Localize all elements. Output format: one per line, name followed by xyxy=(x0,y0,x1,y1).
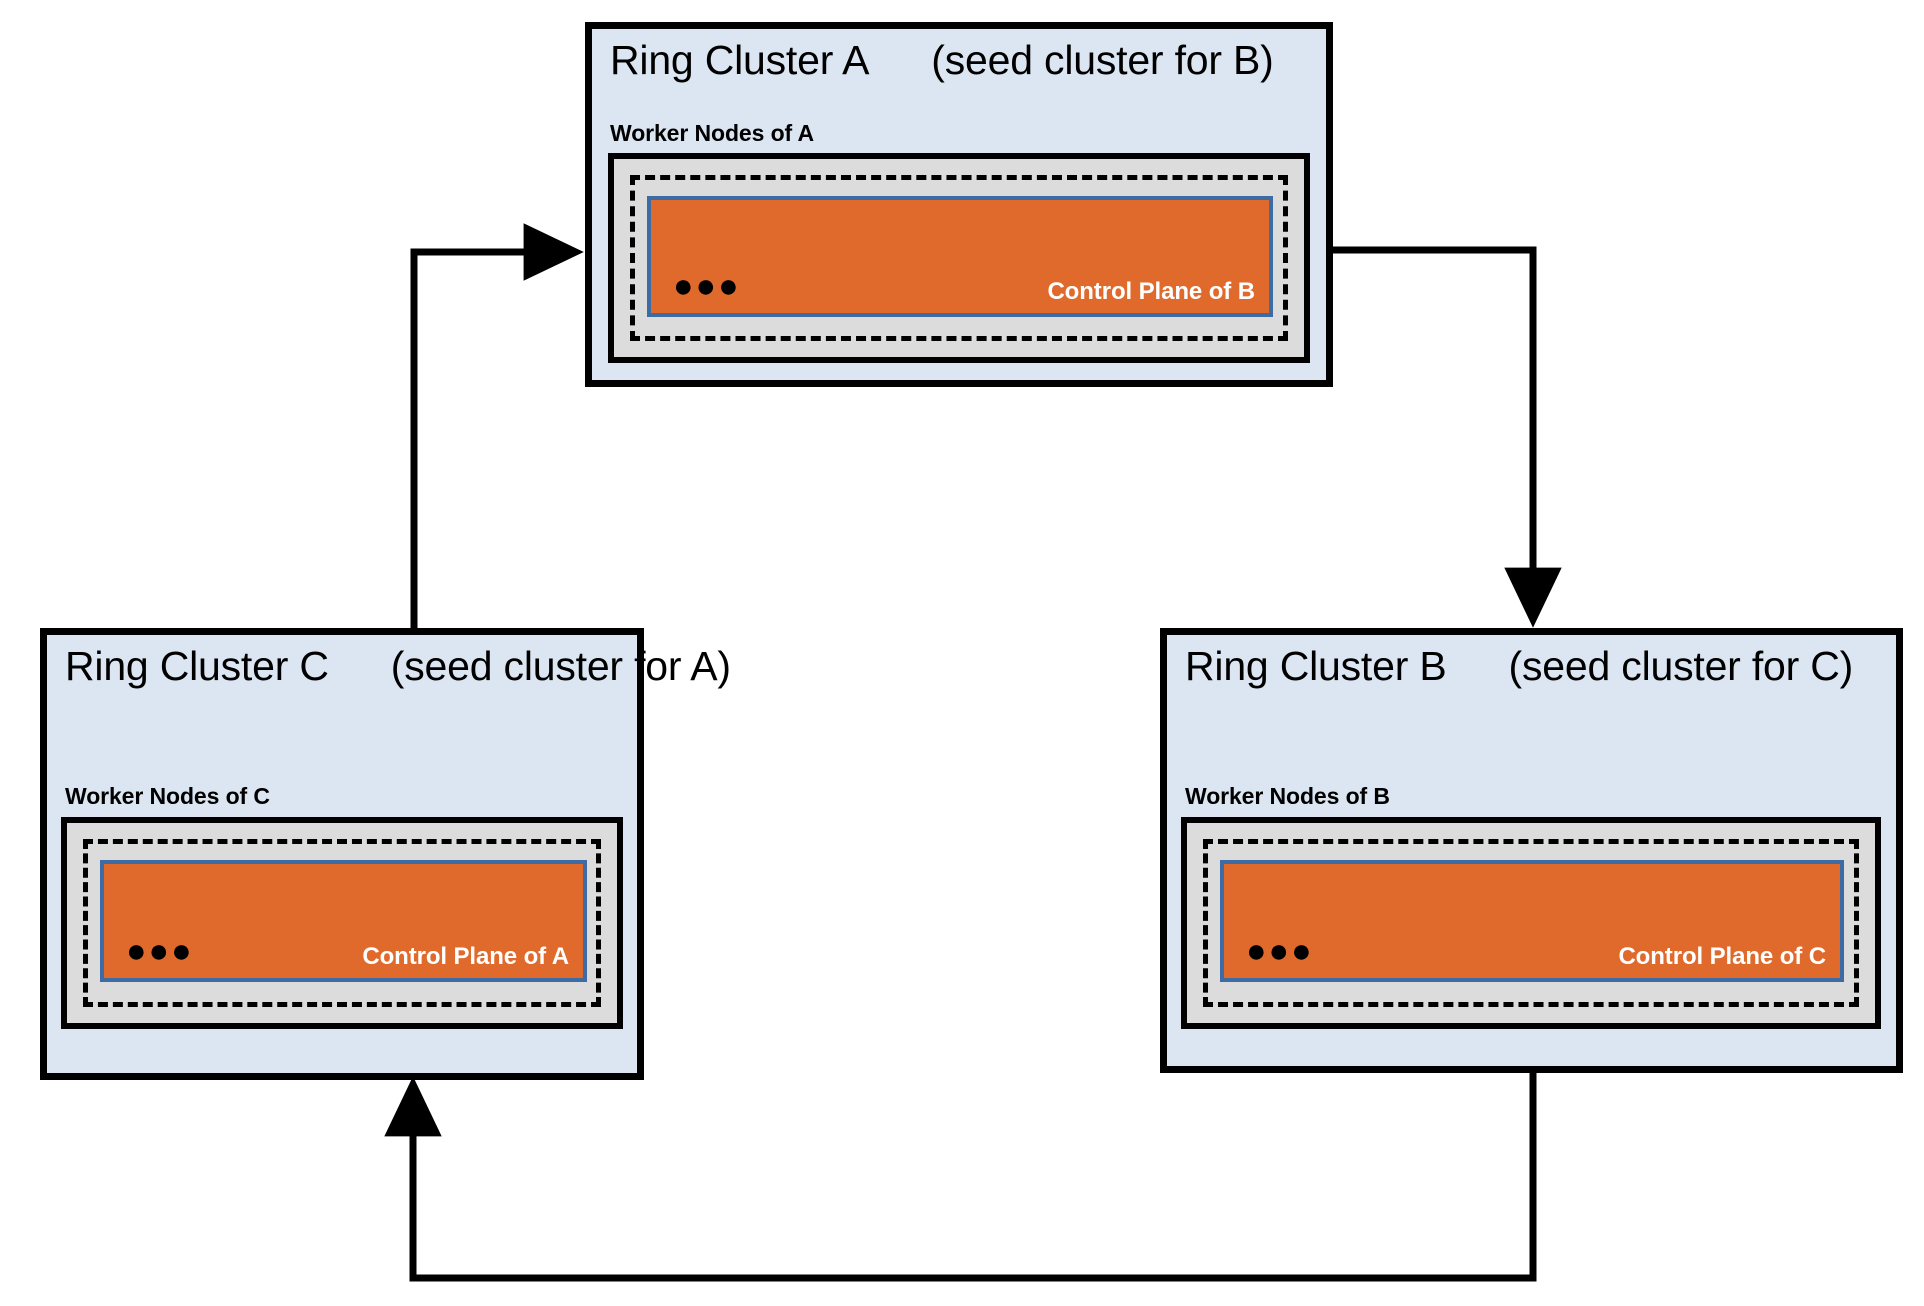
cluster-c-title: Ring Cluster C (seed cluster for A) xyxy=(65,643,731,690)
arrow-b-to-c xyxy=(384,1073,1537,1282)
cluster-b-control-plane-label: Control Plane of C xyxy=(1618,943,1826,970)
cluster-a-name: Ring Cluster A xyxy=(610,37,870,83)
cluster-b-worker-box: ●●● Control Plane of C xyxy=(1181,817,1881,1029)
cluster-a-ellipsis-icon: ●●● xyxy=(673,267,741,305)
cluster-a-seed-note: (seed cluster for B) xyxy=(931,37,1274,83)
cluster-a-control-plane-label: Control Plane of B xyxy=(1047,278,1255,305)
cluster-b-seed-note: (seed cluster for C) xyxy=(1508,643,1854,689)
cluster-a-title: Ring Cluster A (seed cluster for B) xyxy=(610,37,1274,84)
cluster-c-control-plane[interactable]: ●●● Control Plane of A xyxy=(100,860,587,982)
ring-cluster-a[interactable]: Ring Cluster A (seed cluster for B) Worke… xyxy=(585,22,1333,387)
cluster-c-worker-box: ●●● Control Plane of A xyxy=(61,817,623,1029)
cluster-c-ellipsis-icon: ●●● xyxy=(126,932,194,970)
cluster-b-name: Ring Cluster B xyxy=(1185,643,1447,689)
cluster-b-control-plane[interactable]: ●●● Control Plane of C xyxy=(1220,860,1844,982)
cluster-b-worker-label: Worker Nodes of B xyxy=(1185,783,1390,809)
ring-cluster-b[interactable]: Ring Cluster B (seed cluster for C) Worke… xyxy=(1160,628,1903,1073)
cluster-a-control-plane[interactable]: ●●● Control Plane of B xyxy=(647,196,1273,317)
ring-cluster-c[interactable]: Ring Cluster C (seed cluster for A) Worke… xyxy=(40,628,731,1080)
cluster-c-dashed-frame xyxy=(83,839,601,1007)
cluster-b-dashed-frame xyxy=(1203,839,1859,1007)
cluster-c-worker-label: Worker Nodes of C xyxy=(65,783,270,809)
cluster-a-dashed-frame xyxy=(630,175,1288,341)
cluster-c-seed-note: (seed cluster for A) xyxy=(390,643,731,689)
arrow-c-to-a xyxy=(410,223,584,632)
cluster-a-worker-label: Worker Nodes of A xyxy=(610,120,815,146)
cluster-a-worker-box: ●●● Control Plane of B xyxy=(608,153,1310,363)
arrow-a-to-b xyxy=(1333,246,1562,628)
cluster-b-title: Ring Cluster B (seed cluster for C) xyxy=(1185,643,1853,690)
cluster-b-ellipsis-icon: ●●● xyxy=(1246,932,1314,970)
cluster-c-control-plane-label: Control Plane of A xyxy=(362,943,569,970)
cluster-c-name: Ring Cluster C xyxy=(65,643,329,689)
